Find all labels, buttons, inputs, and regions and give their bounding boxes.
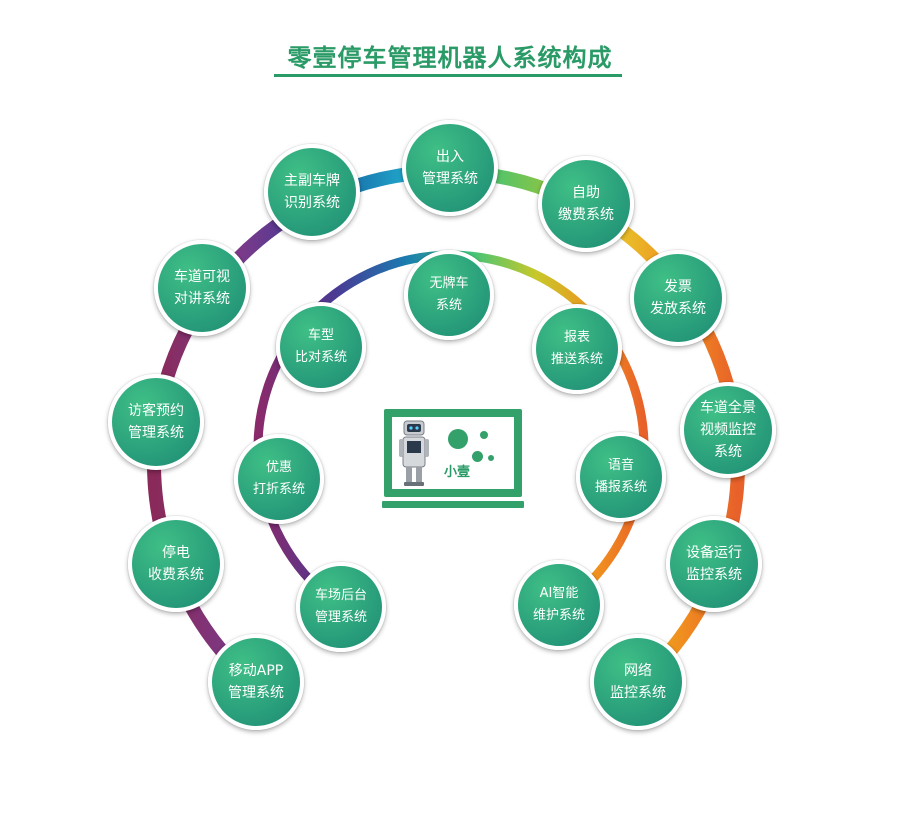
node-line: 发票 xyxy=(664,279,692,295)
node-unplated-vehicle: 无牌车 系统 xyxy=(404,250,494,340)
node-line: 监控系统 xyxy=(610,685,666,701)
node-backend-management: 车场后台 管理系统 xyxy=(296,562,386,652)
node-line: 车场后台 xyxy=(314,588,367,603)
node-line: 系统 xyxy=(435,298,462,313)
node-access-management: 出入 管理系统 xyxy=(402,120,498,216)
node-line: 播报系统 xyxy=(594,480,647,495)
robot-icon xyxy=(399,420,429,486)
node-line: 设备运行 xyxy=(686,545,742,561)
node-line: 监控系统 xyxy=(686,567,742,583)
decor-dot xyxy=(488,455,494,461)
node-line: 打折系统 xyxy=(252,482,305,497)
node-line: 管理系统 xyxy=(422,171,478,187)
node-panoramic-video: 车道全景 视频监控 系统 xyxy=(680,382,776,478)
monitor-screen-inner: 小壹 xyxy=(392,417,514,489)
decor-dot xyxy=(472,451,483,462)
node-line: 收费系统 xyxy=(148,567,204,583)
node-line: 无牌车 xyxy=(429,276,469,291)
node-report-push: 报表 推送系统 xyxy=(532,304,622,394)
node-self-payment: 自助 缴费系统 xyxy=(538,156,634,252)
node-line: 语音 xyxy=(607,458,634,473)
node-line: 维护系统 xyxy=(532,608,585,623)
node-line: 车道可视 xyxy=(174,269,230,285)
node-vehicle-comparison: 车型 比对系统 xyxy=(276,302,366,392)
node-line: 车型 xyxy=(307,328,334,343)
monitor-screen: 小壹 xyxy=(384,409,522,497)
node-line: 管理系统 xyxy=(228,685,284,701)
title-underline xyxy=(274,74,622,77)
node-line: 移动APP xyxy=(228,663,284,679)
node-line: 缴费系统 xyxy=(558,207,614,223)
node-line: 发放系统 xyxy=(650,301,706,317)
node-lane-intercom: 车道可视 对讲系统 xyxy=(154,240,250,336)
node-line: 停电 xyxy=(162,545,190,561)
node-network-monitoring: 网络 监控系统 xyxy=(590,634,686,730)
node-device-monitoring: 设备运行 监控系统 xyxy=(666,516,762,612)
node-line: 推送系统 xyxy=(550,352,603,367)
decor-dot xyxy=(448,429,468,449)
node-discount: 优惠 打折系统 xyxy=(234,434,324,524)
node-line: 车道全景 xyxy=(700,400,756,416)
node-power-outage-charging: 停电 收费系统 xyxy=(128,516,224,612)
diagram-title: 零壹停车管理机器人系统构成 xyxy=(287,44,613,72)
monitor-stand xyxy=(382,501,524,508)
robot-monitor: 小壹 xyxy=(382,409,524,513)
node-line: 网络 xyxy=(624,663,652,679)
node-line: 对讲系统 xyxy=(174,291,230,307)
node-line: 出入 xyxy=(436,149,464,165)
node-mobile-app: 移动APP 管理系统 xyxy=(208,634,304,730)
node-line: AI智能 xyxy=(539,586,579,601)
node-line: 主副车牌 xyxy=(284,173,340,189)
decor-dot xyxy=(480,431,488,439)
node-line: 自助 xyxy=(572,185,600,201)
node-line: 系统 xyxy=(714,444,742,460)
node-plate-recognition: 主副车牌 识别系统 xyxy=(264,144,360,240)
node-visitor-reservation: 访客预约 管理系统 xyxy=(108,374,204,470)
robot-name-label: 小壹 xyxy=(444,465,471,480)
node-line: 管理系统 xyxy=(128,425,184,441)
node-line: 视频监控 xyxy=(700,422,756,438)
node-line: 优惠 xyxy=(265,460,292,475)
node-line: 比对系统 xyxy=(294,350,347,365)
node-line: 报表 xyxy=(563,330,590,345)
node-ai-maintenance: AI智能 维护系统 xyxy=(514,560,604,650)
node-voice-broadcast: 语音 播报系统 xyxy=(576,432,666,522)
node-line: 访客预约 xyxy=(128,403,184,419)
node-line: 管理系统 xyxy=(314,610,367,625)
node-invoice-issuing: 发票 发放系统 xyxy=(630,250,726,346)
node-line: 识别系统 xyxy=(284,195,340,211)
